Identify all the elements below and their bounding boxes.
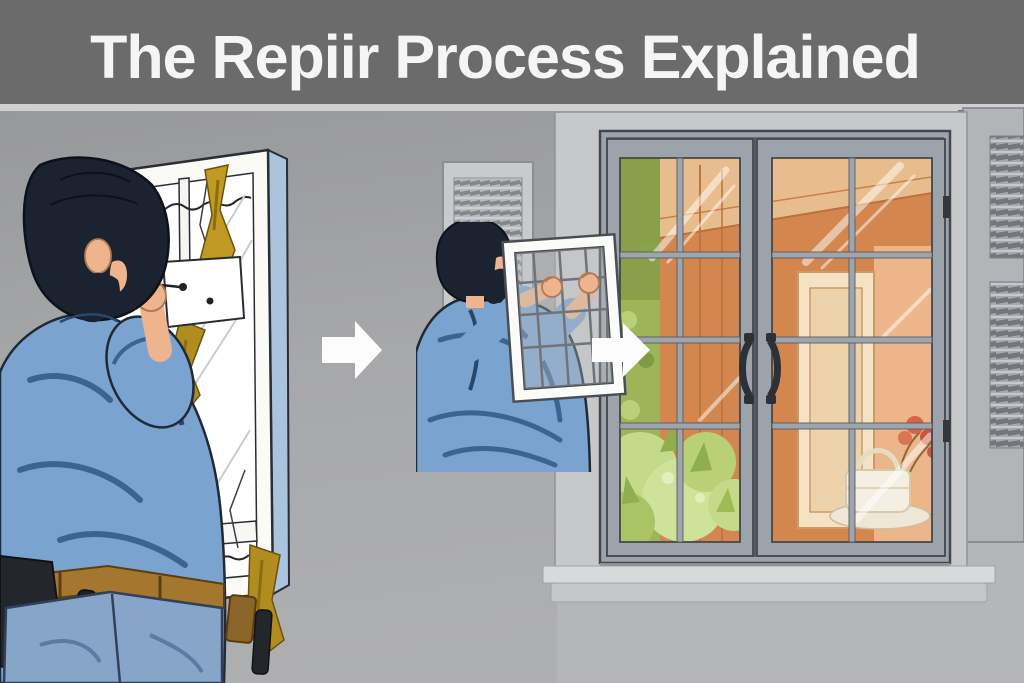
worker2-fingers (544, 272, 595, 283)
banner-divider (0, 104, 1024, 111)
window-sill (542, 563, 996, 603)
sill-top (542, 565, 996, 584)
window-handles (739, 333, 781, 404)
worker2-forearm-right (565, 288, 595, 319)
hinge-top (943, 196, 950, 218)
finished-window (554, 111, 968, 591)
interior-ceiling (620, 158, 932, 246)
step-arrow-1 (322, 321, 382, 379)
repairman-inspecting (0, 156, 273, 683)
hinge-bottom (943, 420, 950, 442)
garden-bushes (620, 424, 760, 542)
bush-highlight (695, 493, 705, 503)
leaf-spike (622, 476, 640, 504)
worker2-hand-left (541, 276, 563, 298)
right-shutter (958, 107, 1024, 543)
flower (927, 446, 932, 458)
sill-front (550, 582, 988, 603)
title-banner: The Repiir Process Explained (0, 0, 1024, 104)
left-sash (606, 138, 754, 557)
leaf-spike (660, 424, 680, 452)
worker2-hand-right (578, 272, 600, 294)
hanging-tool (251, 609, 273, 675)
basket-handle (855, 448, 901, 471)
patch-card (161, 255, 246, 329)
worker1-ear (84, 238, 112, 274)
patch-card-dot (179, 283, 187, 291)
hedge-leaf (620, 400, 640, 420)
leaf-spike (690, 442, 712, 472)
muntin-bars (619, 157, 933, 543)
page-title: The Repiir Process Explained (90, 23, 920, 91)
shutter-louvers-bottom (989, 281, 1024, 449)
shutter-louvers-top (989, 135, 1024, 259)
arrow-right-icon (322, 321, 382, 379)
glazing-grid-frame (501, 232, 627, 404)
jeans-seam (110, 593, 122, 683)
patch-card-dot (206, 297, 214, 305)
bush-blob (620, 492, 655, 542)
jeans-folds (39, 633, 204, 674)
hedge-dark-top (620, 158, 660, 300)
window-handle-right (766, 338, 781, 399)
step-arrow-2 (592, 323, 650, 377)
worker1-beard (66, 273, 120, 323)
worker1-jeans (2, 590, 224, 683)
right-sash (756, 138, 946, 557)
leaf-spike (716, 488, 735, 512)
worker2-neck (466, 296, 484, 308)
grid-frame-border (501, 232, 627, 404)
window-handle-left (739, 338, 754, 399)
worker1-shirt-folds (17, 373, 188, 568)
bush-highlight (662, 472, 674, 484)
tool-pouch-small (225, 594, 257, 644)
banner-background (0, 0, 1024, 104)
jeans (2, 590, 224, 683)
hair-strands (49, 171, 139, 206)
sill-shadow-line (600, 563, 950, 567)
collar-line (59, 313, 118, 324)
worker2-hands (541, 272, 600, 298)
flower (898, 431, 912, 445)
arrow-right-icon (592, 323, 650, 377)
